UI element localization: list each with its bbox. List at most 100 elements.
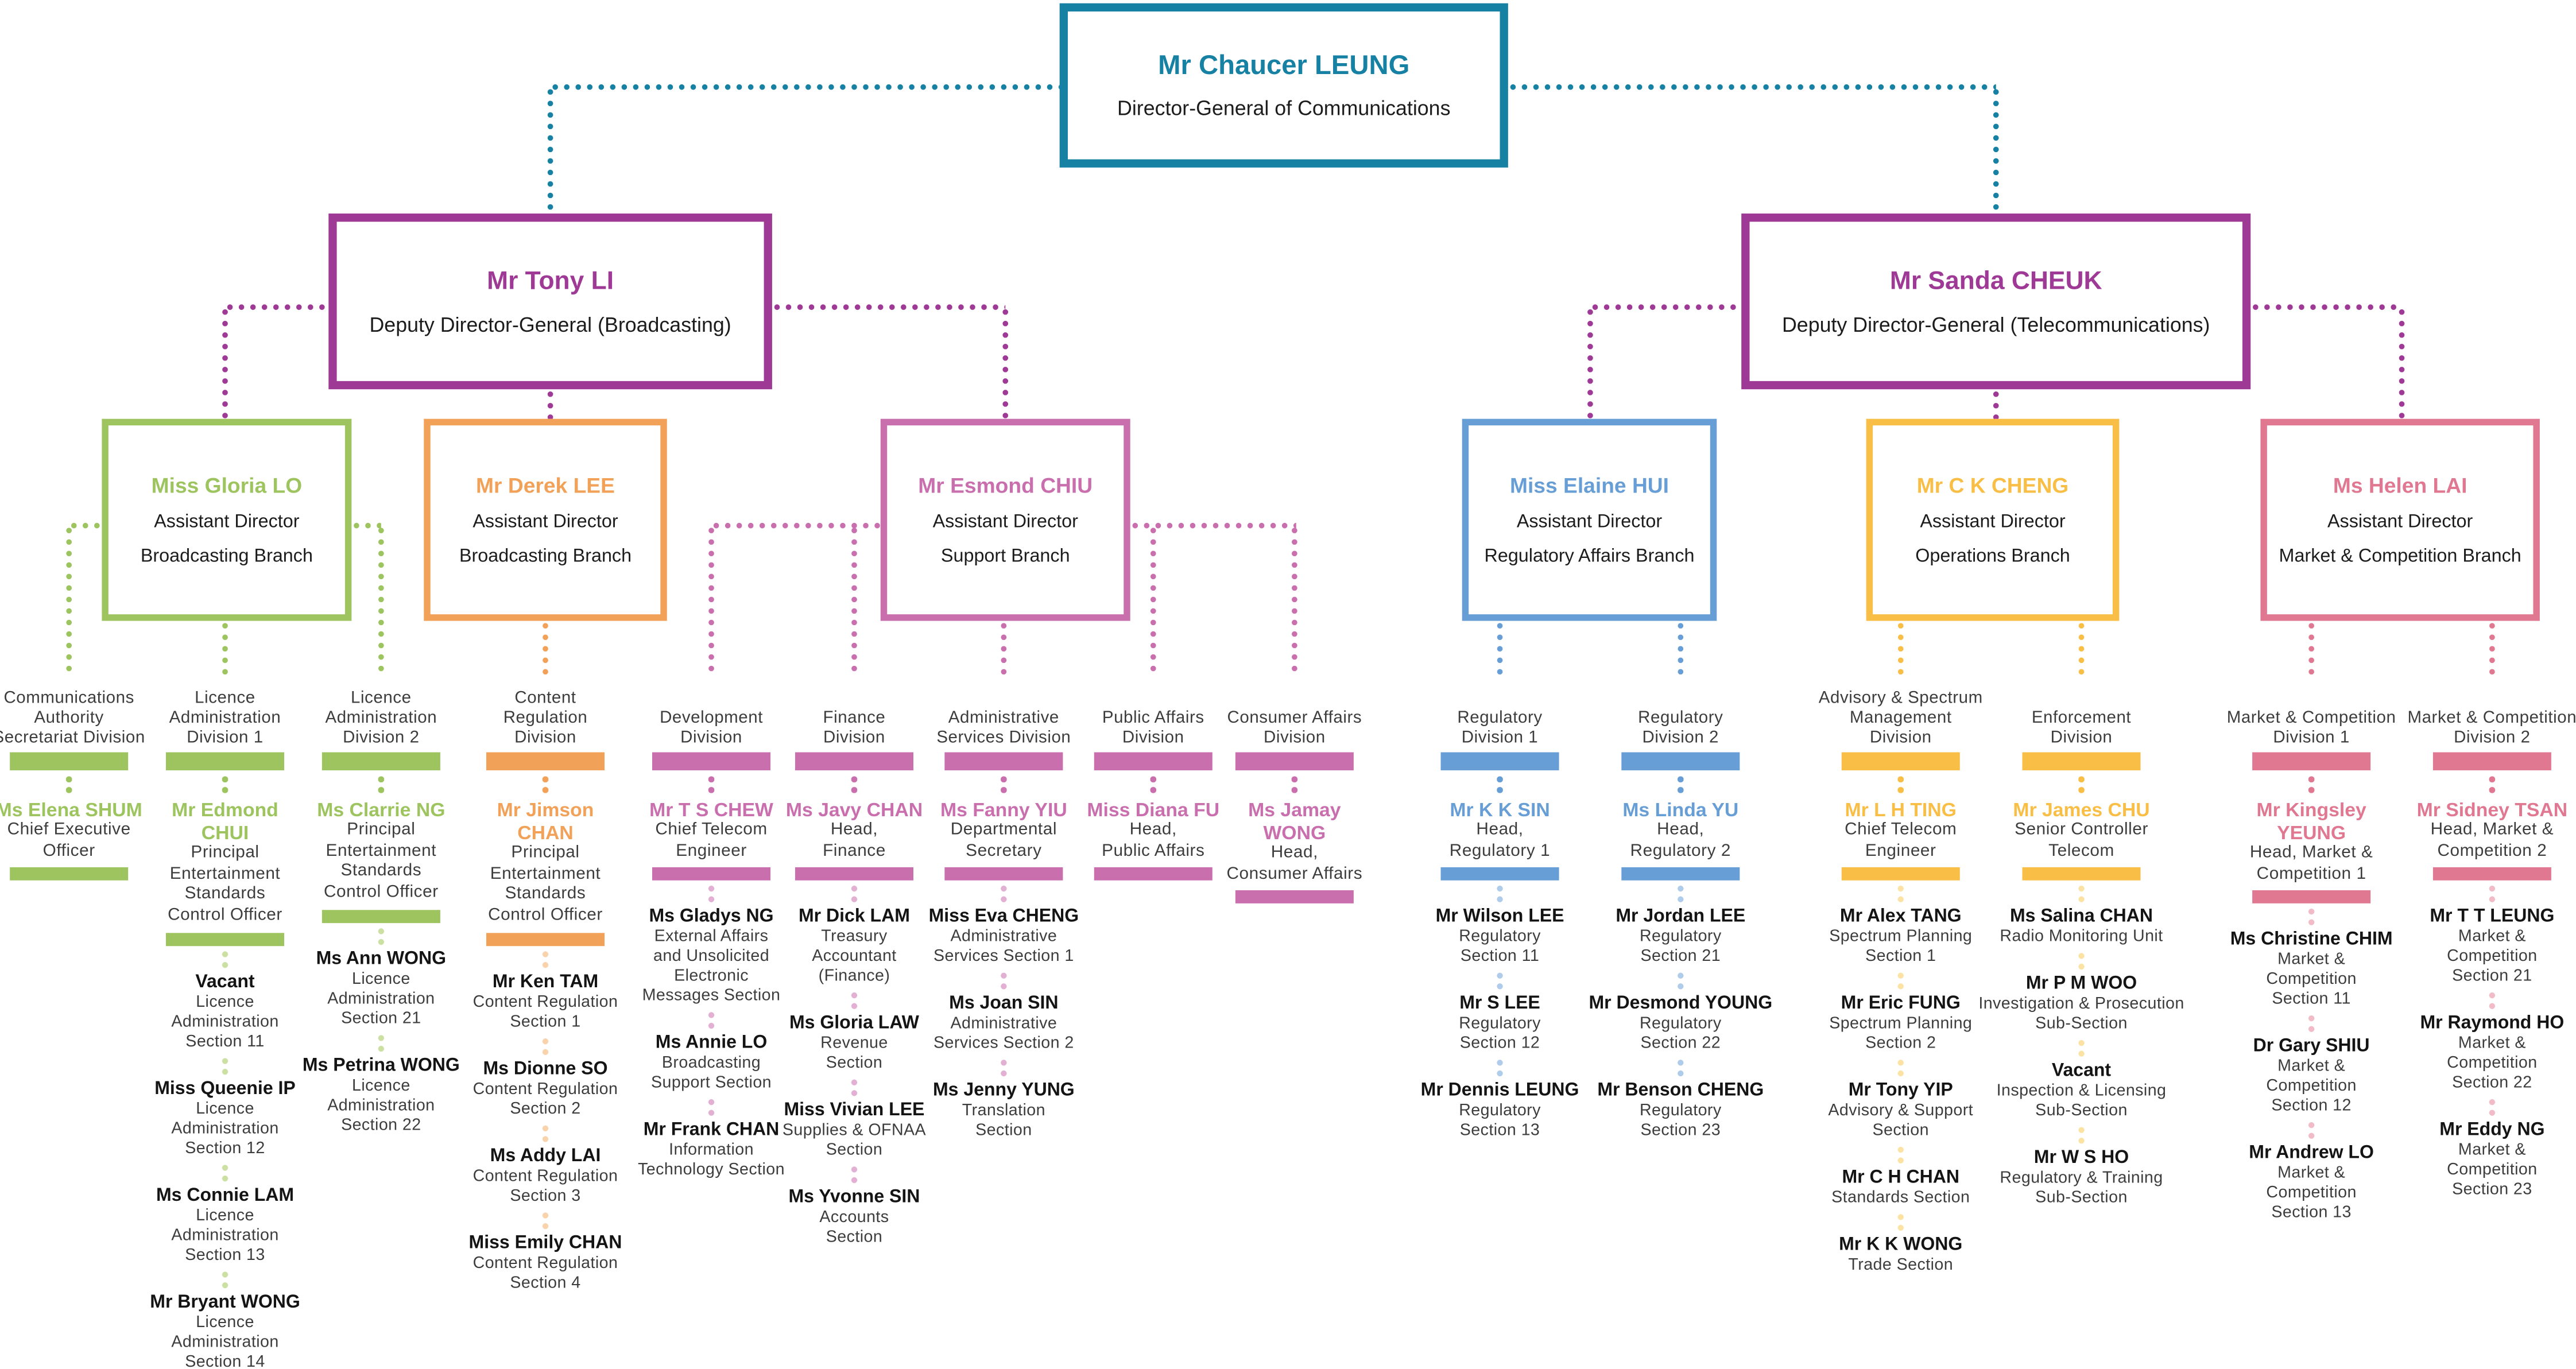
division-sub-bar bbox=[652, 867, 771, 881]
section-name: Miss Vivian LEE bbox=[784, 1101, 925, 1121]
branch-box-regulatory-affairs: Miss Elaine HUI Assistant Director Regul… bbox=[1462, 418, 1717, 621]
branch-role: Assistant Director bbox=[932, 512, 1078, 533]
division-bar bbox=[2252, 752, 2371, 771]
division-label: Licence Administration Division 2 bbox=[325, 689, 437, 747]
division-head-title: Head, Consumer Affairs bbox=[1226, 844, 1363, 883]
division-sub-bar bbox=[166, 932, 285, 946]
connector-v bbox=[547, 389, 554, 419]
division-head-title: Head, Regulatory 1 bbox=[1449, 821, 1551, 860]
connector-v bbox=[2489, 620, 2496, 676]
branch-unit: Broadcasting Branch bbox=[140, 546, 313, 567]
division-head-name: Ms Clarrie NG bbox=[317, 798, 446, 821]
division-head-name: Mr Edmond CHUI bbox=[172, 798, 278, 844]
section-name: Ms Jenny YUNG bbox=[933, 1081, 1075, 1102]
division-sub-bar bbox=[2022, 867, 2141, 881]
director-general-box: Mr Chaucer LEUNG Director-General of Com… bbox=[1059, 3, 1508, 168]
section-unit: Advisory & Support Section bbox=[1828, 1103, 1974, 1141]
division-head-title: Chief Executive Officer bbox=[7, 821, 131, 860]
connector-v bbox=[1291, 525, 1298, 676]
section-separator bbox=[1897, 1212, 1904, 1233]
section-unit: Market & Competition Section 23 bbox=[2447, 1142, 2538, 1200]
branch-box-broadcasting-1: Miss Gloria LO Assistant Director Broadc… bbox=[102, 418, 352, 621]
section-separator bbox=[2078, 1038, 2085, 1058]
division-head-title: Chief Telecom Engineer bbox=[655, 821, 768, 860]
section-unit: External Affairs and Unsolicited Electro… bbox=[642, 928, 781, 1006]
division-label: Administrative Services Division bbox=[936, 709, 1071, 747]
section-unit: Administrative Services Section 2 bbox=[933, 1015, 1074, 1054]
division-bar bbox=[1440, 752, 1559, 771]
branch-box-broadcasting-2: Mr Derek LEE Assistant Director Broadcas… bbox=[424, 418, 667, 621]
connector-v bbox=[1677, 620, 1684, 676]
division-label: Market & Competition Division 2 bbox=[2407, 709, 2576, 747]
section-unit: Spectrum Planning Section 2 bbox=[1829, 1015, 1973, 1054]
division-head-name: Ms Fanny YIU bbox=[940, 798, 1067, 821]
division-sub-bar bbox=[321, 909, 440, 923]
section-name: Ms Addy LAI bbox=[490, 1146, 601, 1166]
connector-h bbox=[69, 522, 102, 529]
division-bar bbox=[1621, 752, 1740, 771]
section-name: Mr Dick LAM bbox=[799, 907, 910, 927]
branch-role: Assistant Director bbox=[1516, 512, 1663, 533]
division-label: Finance Division bbox=[823, 709, 886, 747]
section-unit: Licence Administration Section 22 bbox=[327, 1077, 435, 1135]
division-connector-dots bbox=[1496, 773, 1504, 795]
section-name: Mr Ken TAM bbox=[492, 972, 599, 992]
section-name: Miss Eva CHENG bbox=[928, 907, 1079, 927]
division-sub-bar bbox=[1235, 891, 1354, 904]
section-unit: Regulatory Section 22 bbox=[1639, 1015, 1722, 1054]
connector-h bbox=[1130, 522, 1296, 529]
connector-h bbox=[711, 522, 881, 529]
section-separator bbox=[1496, 884, 1504, 904]
section-unit: Licence Administration Section 12 bbox=[171, 1100, 279, 1158]
director-general-title: Director-General of Communications bbox=[1117, 96, 1451, 120]
division-connector-dots bbox=[1000, 773, 1008, 795]
section-separator bbox=[1677, 884, 1684, 904]
section-unit: Inspection & Licensing Sub-Section bbox=[1996, 1083, 2167, 1121]
section-unit: Market & Competition Section 22 bbox=[2447, 1035, 2538, 1093]
section-name: Mr Eddy NG bbox=[2439, 1120, 2545, 1141]
division-connector-dots bbox=[1150, 773, 1157, 795]
section-unit: Treasury Accountant (Finance) bbox=[812, 928, 897, 986]
section-name: Mr Andrew LO bbox=[2249, 1143, 2374, 1164]
section-name: Mr Jordan LEE bbox=[1616, 907, 1746, 927]
branch-head-name: Mr Esmond CHIU bbox=[918, 473, 1093, 498]
division-head-title: Chief Telecom Engineer bbox=[1845, 821, 1957, 860]
section-separator bbox=[2308, 1120, 2315, 1141]
section-unit: Broadcasting Support Section bbox=[650, 1055, 772, 1093]
section-name: Mr Frank CHAN bbox=[643, 1120, 780, 1141]
section-name: Miss Emily CHAN bbox=[468, 1233, 622, 1253]
connector-v bbox=[2398, 307, 2405, 419]
section-name: Mr S LEE bbox=[1459, 994, 1540, 1014]
section-separator bbox=[222, 949, 228, 969]
division-column: Communications Authority Secretariat Div… bbox=[0, 673, 148, 881]
connector-h bbox=[772, 304, 1006, 311]
section-name: Vacant bbox=[2051, 1061, 2112, 1081]
section-unit: Revenue Section bbox=[820, 1035, 888, 1073]
division-column: Administrative Services Division Ms Fanny… bbox=[925, 673, 1083, 1142]
branch-unit: Operations Branch bbox=[1915, 546, 2070, 567]
section-separator bbox=[542, 1210, 549, 1230]
section-unit: Spectrum Planning Section 1 bbox=[1829, 928, 1973, 967]
section-separator bbox=[1000, 884, 1008, 904]
section-separator bbox=[2308, 907, 2315, 927]
division-head-title: Departmental Secretary bbox=[950, 821, 1057, 860]
division-bar bbox=[321, 752, 440, 771]
branch-role: Assistant Director bbox=[472, 512, 618, 533]
section-unit: Accounts Section bbox=[819, 1209, 889, 1247]
division-head-title: Head, Finance bbox=[823, 821, 886, 860]
division-sub-bar bbox=[10, 867, 129, 881]
section-separator bbox=[1000, 1058, 1008, 1079]
division-connector-dots bbox=[2078, 773, 2085, 795]
division-connector-dots bbox=[708, 773, 715, 795]
deputy-title: Deputy Director-General (Broadcasting) bbox=[369, 313, 731, 336]
branch-unit: Regulatory Affairs Branch bbox=[1484, 546, 1695, 567]
section-unit: Regulatory Section 13 bbox=[1459, 1103, 1541, 1141]
division-connector-dots bbox=[1677, 773, 1684, 795]
division-connector-dots bbox=[65, 773, 72, 795]
section-unit: Content Regulation Section 4 bbox=[472, 1254, 618, 1293]
section-separator bbox=[1000, 971, 1008, 991]
division-bar bbox=[944, 752, 1063, 771]
